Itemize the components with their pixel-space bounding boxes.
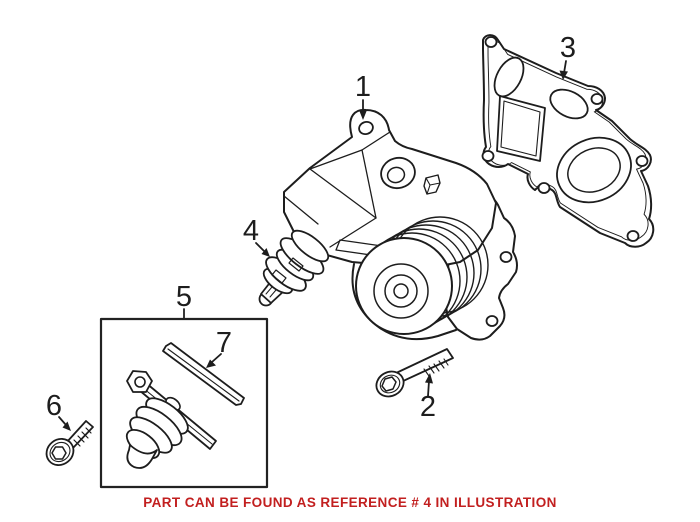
thermostat-housing-part — [125, 370, 217, 469]
bolt-long-part — [375, 348, 454, 398]
callout-3-arrowhead — [559, 70, 568, 80]
callout-3-arrow — [563, 60, 567, 74]
bolt-hole — [626, 230, 640, 242]
callout-7-label: 7 — [216, 327, 232, 359]
callout-1-arrowhead — [359, 110, 367, 120]
kit-box — [99, 308, 269, 489]
water-pump-part — [283, 108, 518, 341]
reference-note: PART CAN BE FOUND AS REFERENCE # 4 IN IL… — [143, 495, 557, 510]
callout-2-arrow — [427, 380, 430, 397]
callout-7-arrowhead — [206, 359, 216, 368]
callout-1-label: 1 — [355, 71, 371, 103]
water-pump-pulley — [351, 216, 489, 341]
bolt-hole — [635, 155, 649, 167]
bolt-hole — [481, 150, 495, 162]
callout-6-arrow — [58, 416, 67, 426]
callout-4-arrow — [255, 242, 265, 252]
thermostat-part — [258, 229, 330, 307]
callout-7-arrow — [211, 353, 222, 363]
callout-3-label: 3 — [560, 32, 576, 64]
bolt-hole — [537, 182, 551, 194]
gasket-part — [481, 34, 655, 248]
callouts: 1 2 3 4 5 6 7 — [46, 32, 576, 431]
bolt-hole — [590, 93, 604, 105]
callout-5-label: 5 — [176, 281, 192, 313]
callout-4-arrowhead — [261, 248, 270, 257]
callout-2-label: 2 — [420, 391, 436, 423]
callout-6-label: 6 — [46, 390, 62, 422]
callout-2-arrowhead — [425, 373, 433, 384]
seal-strip-part — [162, 342, 245, 406]
bolt-hole — [484, 36, 498, 48]
bolt-hole — [358, 120, 374, 136]
callout-6-arrowhead — [62, 421, 71, 431]
bolt-small-part — [45, 420, 94, 466]
callout-4-label: 4 — [243, 215, 259, 247]
